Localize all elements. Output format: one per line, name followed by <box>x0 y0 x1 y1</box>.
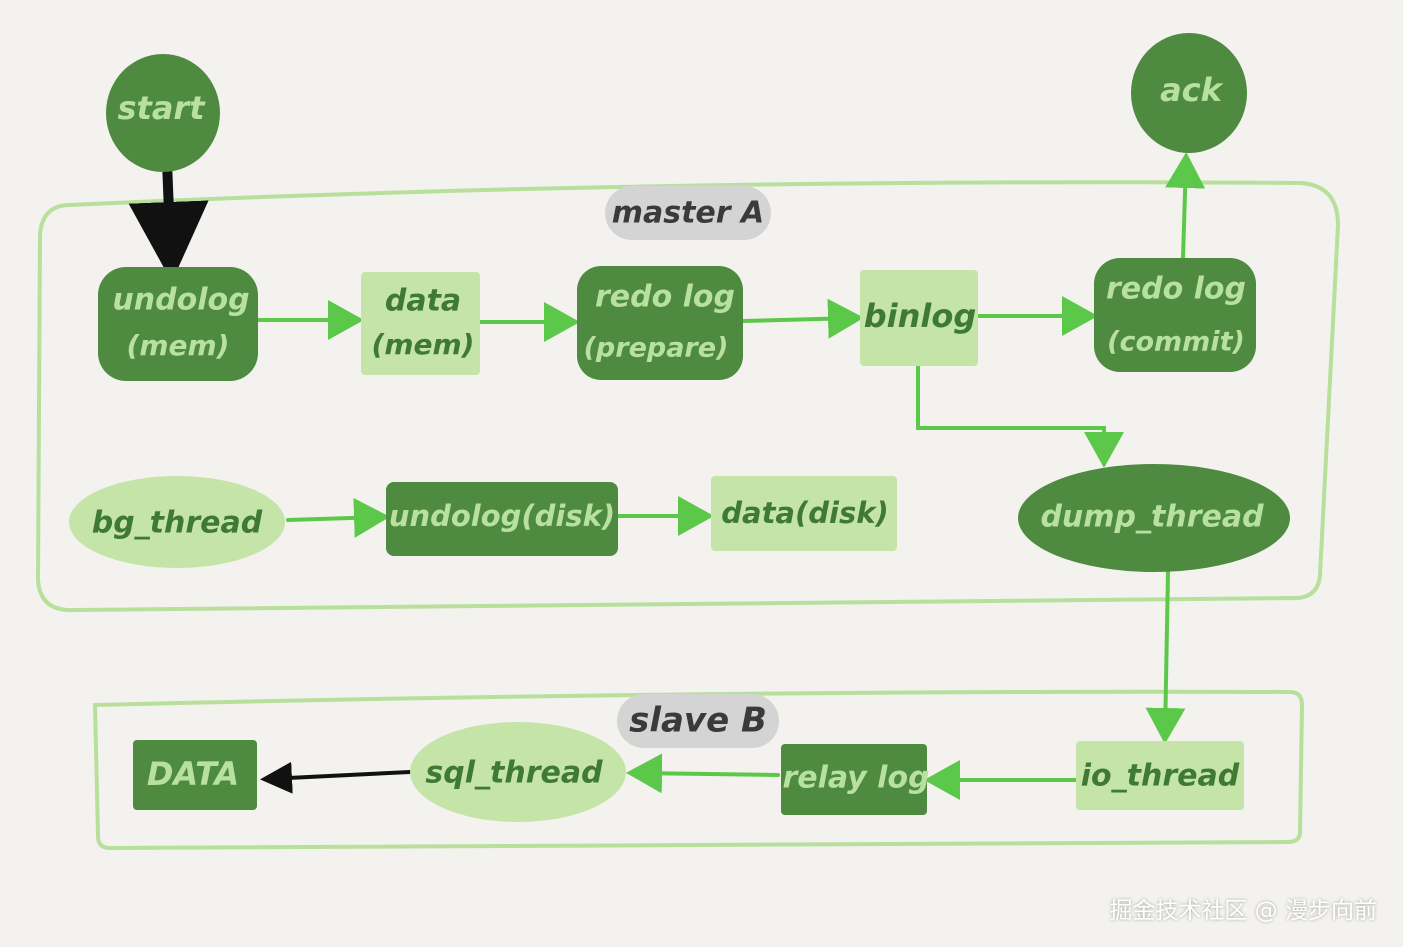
svg-text:master A: master A <box>612 196 765 231</box>
svg-text:(mem): (mem) <box>372 328 475 361</box>
redo-log-commit-node: redo log (commit) <box>1094 258 1256 372</box>
arrow-redo-prepare-to-binlog <box>740 298 864 339</box>
master-a-frame <box>35 180 1341 613</box>
arrow-bg-to-undolog-disk <box>286 497 390 538</box>
slave-b-frame <box>92 689 1305 851</box>
start-node: start <box>106 54 220 172</box>
data-b-node: DATA <box>133 740 257 810</box>
arrow-binlog-to-dump-thread <box>916 364 1124 468</box>
bg-thread-node: bg_thread <box>69 476 285 568</box>
svg-text:io_thread: io_thread <box>1081 759 1240 794</box>
svg-text:dump_thread: dump_thread <box>1040 500 1264 535</box>
svg-text:(prepare): (prepare) <box>584 333 729 364</box>
svg-text:relay log: relay log <box>782 761 929 796</box>
svg-text:redo log: redo log <box>595 280 735 315</box>
svg-text:undolog: undolog <box>112 283 249 318</box>
svg-text:(mem): (mem) <box>127 329 230 362</box>
svg-text:(commit): (commit) <box>1107 327 1245 358</box>
arrow-start-to-undolog <box>128 157 209 282</box>
ack-node: ack <box>1131 33 1247 153</box>
data-disk-node: data(disk) <box>711 476 897 551</box>
arrow-dump-thread-to-io-thread <box>1145 570 1186 744</box>
arrows <box>256 152 1206 800</box>
svg-text:data(disk): data(disk) <box>721 496 889 530</box>
master-a-label: master A <box>605 186 771 240</box>
svg-text:data: data <box>385 284 461 319</box>
svg-text:ack: ack <box>1160 71 1224 109</box>
arrow-sql-thread-to-data <box>260 761 412 794</box>
relay-log-node: relay log <box>781 744 930 815</box>
redo-log-prepare-node: redo log (prepare) <box>577 266 743 380</box>
watermark-text: 掘金技术社区 @ 漫步向前 <box>1109 898 1377 924</box>
svg-text:slave B: slave B <box>629 701 767 741</box>
arrow-redo-commit-to-ack <box>1165 152 1206 260</box>
svg-text:undolog(disk): undolog(disk) <box>389 499 615 533</box>
io-thread-node: io_thread <box>1076 741 1244 810</box>
undolog-mem-node: undolog (mem) <box>98 267 258 381</box>
dump-thread-node: dump_thread <box>1018 464 1290 572</box>
slave-b-label: slave B <box>617 694 779 748</box>
arrow-relay-log-to-sql-thread <box>626 753 780 794</box>
svg-text:DATA: DATA <box>147 755 239 793</box>
svg-text:redo log: redo log <box>1106 272 1246 307</box>
svg-text:bg_thread: bg_thread <box>92 506 263 541</box>
svg-text:sql_thread: sql_thread <box>425 756 603 791</box>
binlog-node: binlog <box>860 270 978 366</box>
data-mem-node: data (mem) <box>361 272 480 375</box>
svg-text:start: start <box>117 89 206 127</box>
svg-text:binlog: binlog <box>864 297 977 335</box>
undolog-disk-node: undolog(disk) <box>386 482 618 556</box>
sql-thread-node: sql_thread <box>410 722 626 822</box>
